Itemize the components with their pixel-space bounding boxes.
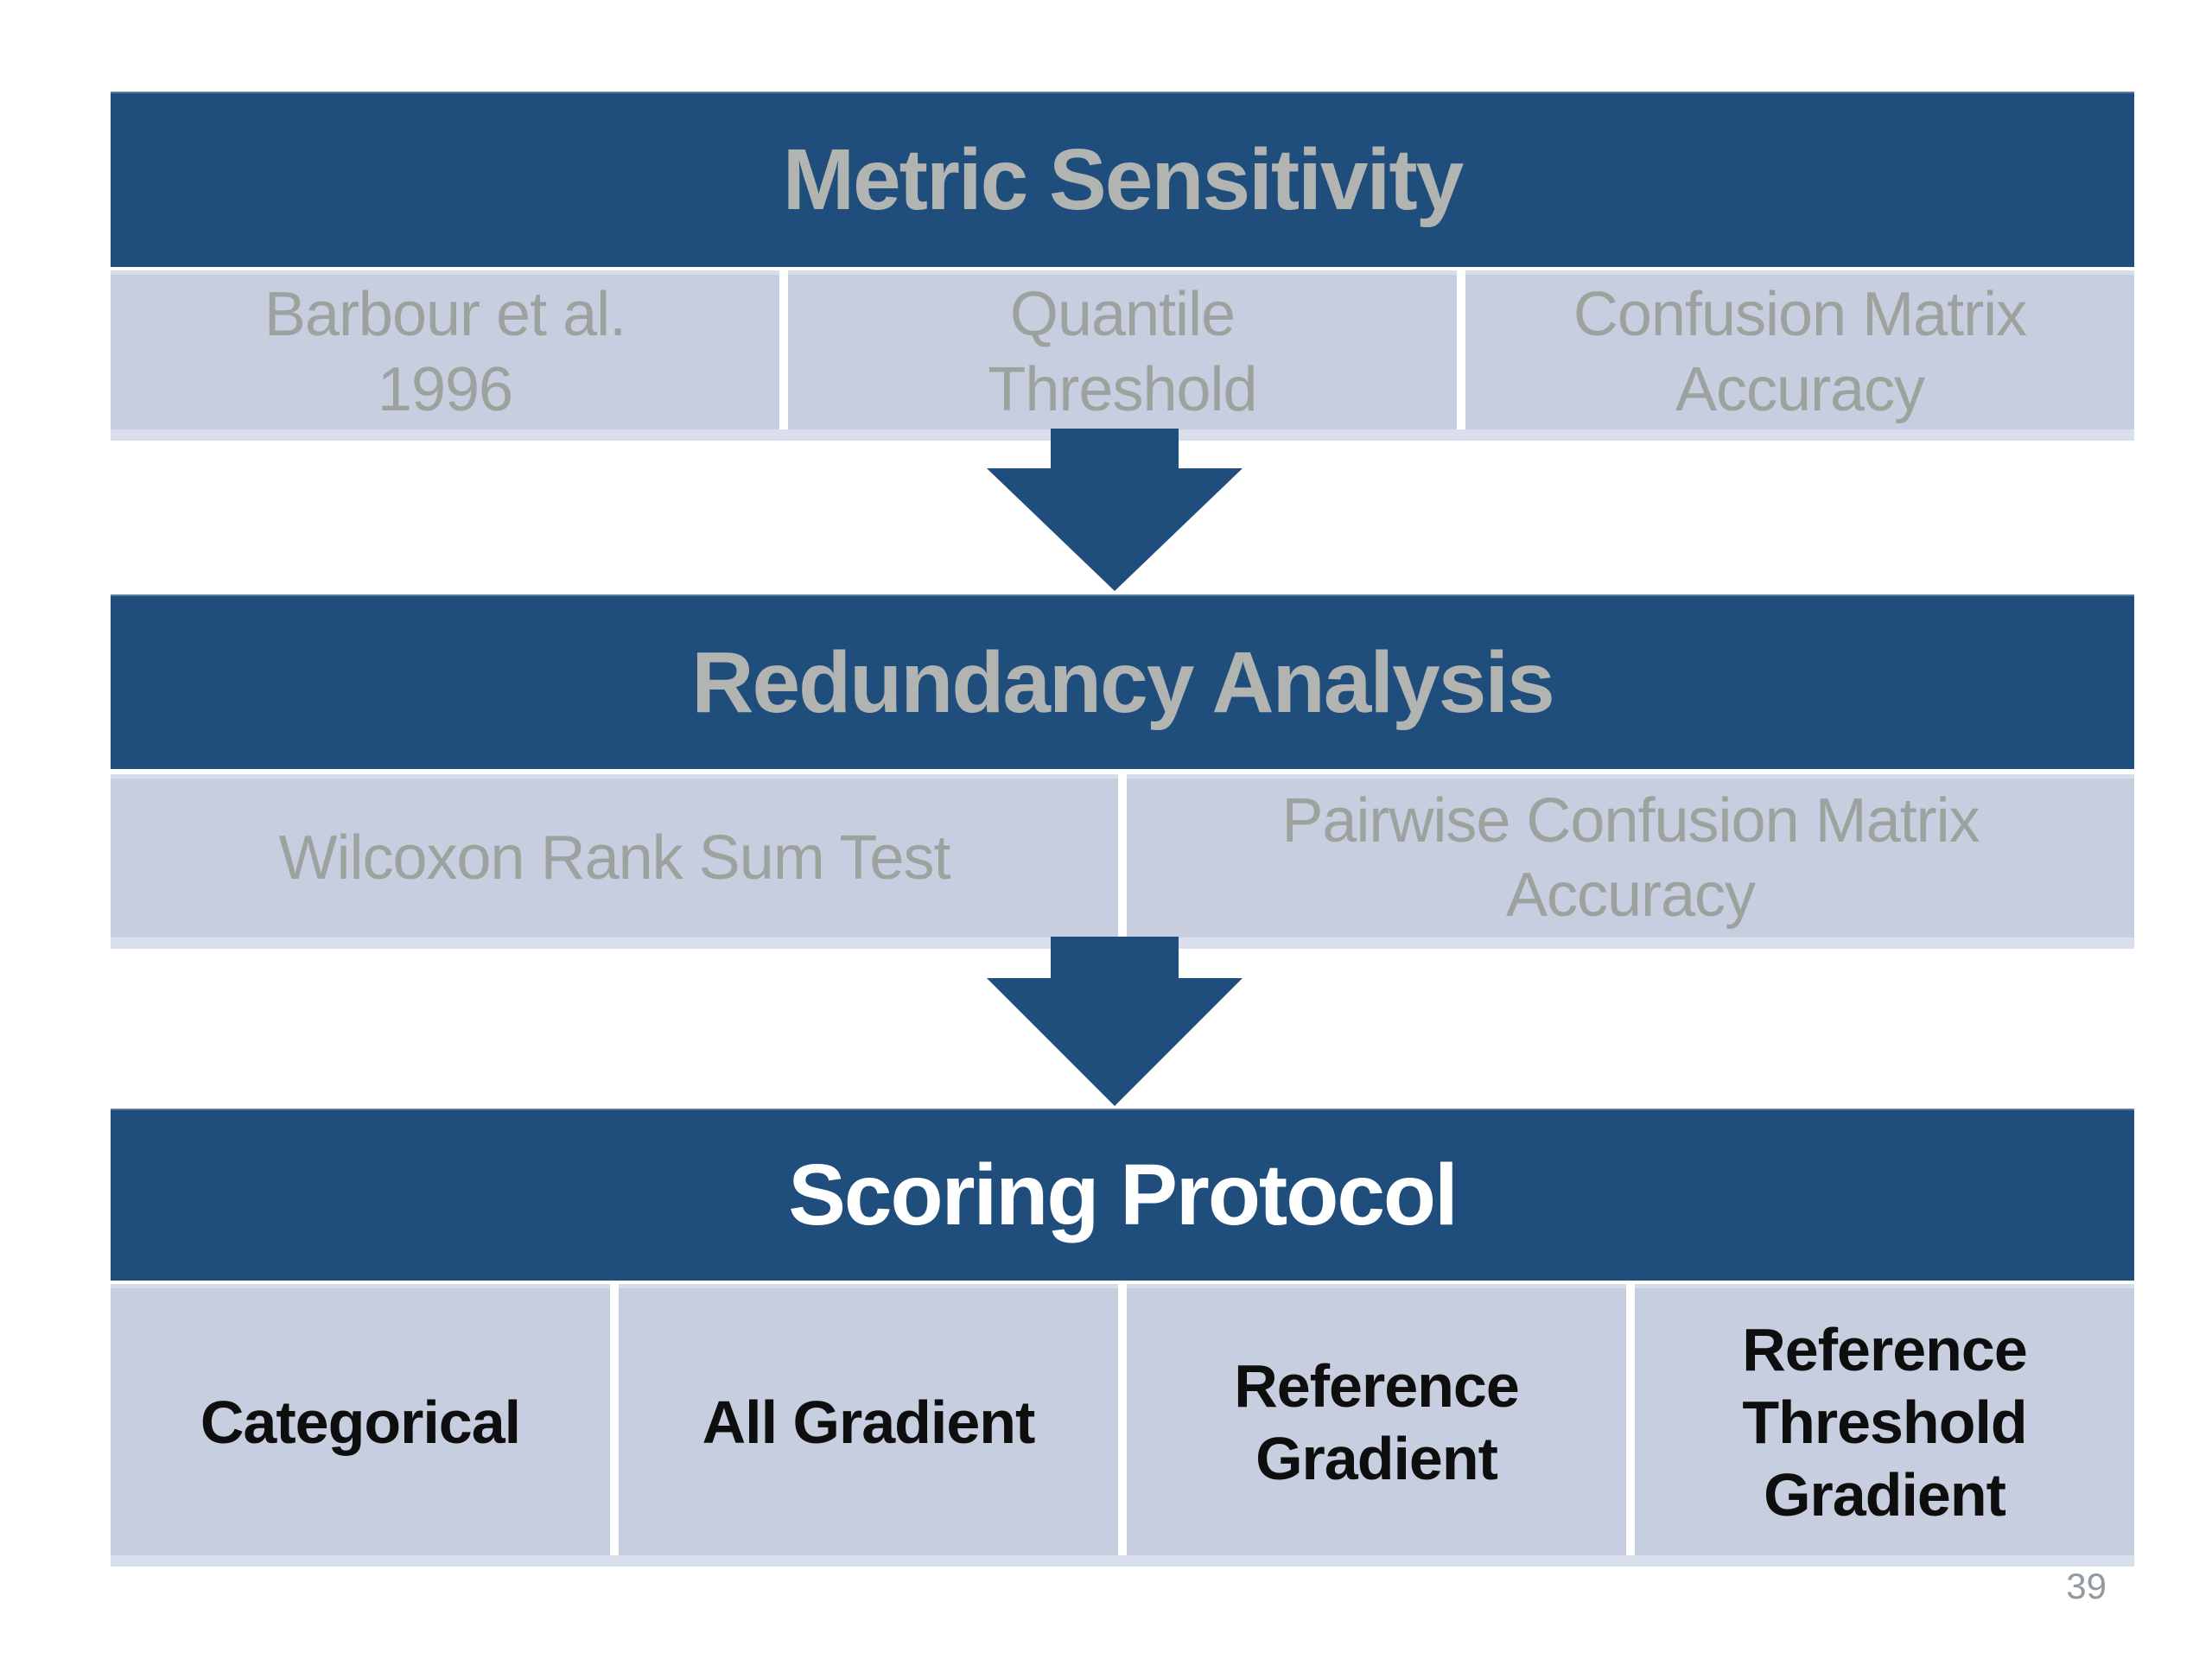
stage-metric-sensitivity-title: Metric Sensitivity — [782, 131, 1465, 228]
stage-redundancy-analysis-cells: Wilcoxon Rank Sum Test Pairwise Confusio… — [111, 774, 2134, 938]
stage-metric-sensitivity-cells: Barbour et al. 1996 Quantile Threshold C… — [111, 270, 2134, 429]
stage-redundancy-analysis-header: Redundancy Analysis — [111, 594, 2134, 769]
cell-confusion-matrix-accuracy: Confusion Matrix Accuracy — [1465, 270, 2134, 429]
stage-scoring-protocol-header: Scoring Protocol — [111, 1109, 2134, 1281]
cell-wilcoxon-rank-sum-test: Wilcoxon Rank Sum Test — [111, 774, 1118, 938]
cell-quantile-threshold: Quantile Threshold — [788, 270, 1457, 429]
stage-scoring-protocol-title: Scoring Protocol — [788, 1147, 1459, 1243]
page-number: 39 — [2066, 1566, 2107, 1606]
stage-metric-sensitivity-header: Metric Sensitivity — [111, 92, 2134, 267]
stage-scoring-protocol-cells: Categorical All Gradient Reference Gradi… — [111, 1284, 2134, 1555]
cell-pairwise-confusion-matrix-accuracy: Pairwise Confusion Matrix Accuracy — [1127, 774, 2134, 938]
row-bottom-edge — [111, 1555, 2134, 1567]
cell-barbour-1996: Barbour et al. 1996 — [111, 270, 779, 429]
down-arrow-icon — [987, 937, 1243, 1106]
stage-redundancy-analysis-title: Redundancy Analysis — [691, 633, 1554, 731]
cell-reference-gradient: Reference Gradient — [1127, 1284, 1626, 1555]
down-arrow-icon — [987, 429, 1243, 591]
cell-reference-threshold-gradient: Reference Threshold Gradient — [1635, 1284, 2134, 1555]
cell-all-gradient: All Gradient — [619, 1284, 1118, 1555]
cell-categorical: Categorical — [111, 1284, 610, 1555]
